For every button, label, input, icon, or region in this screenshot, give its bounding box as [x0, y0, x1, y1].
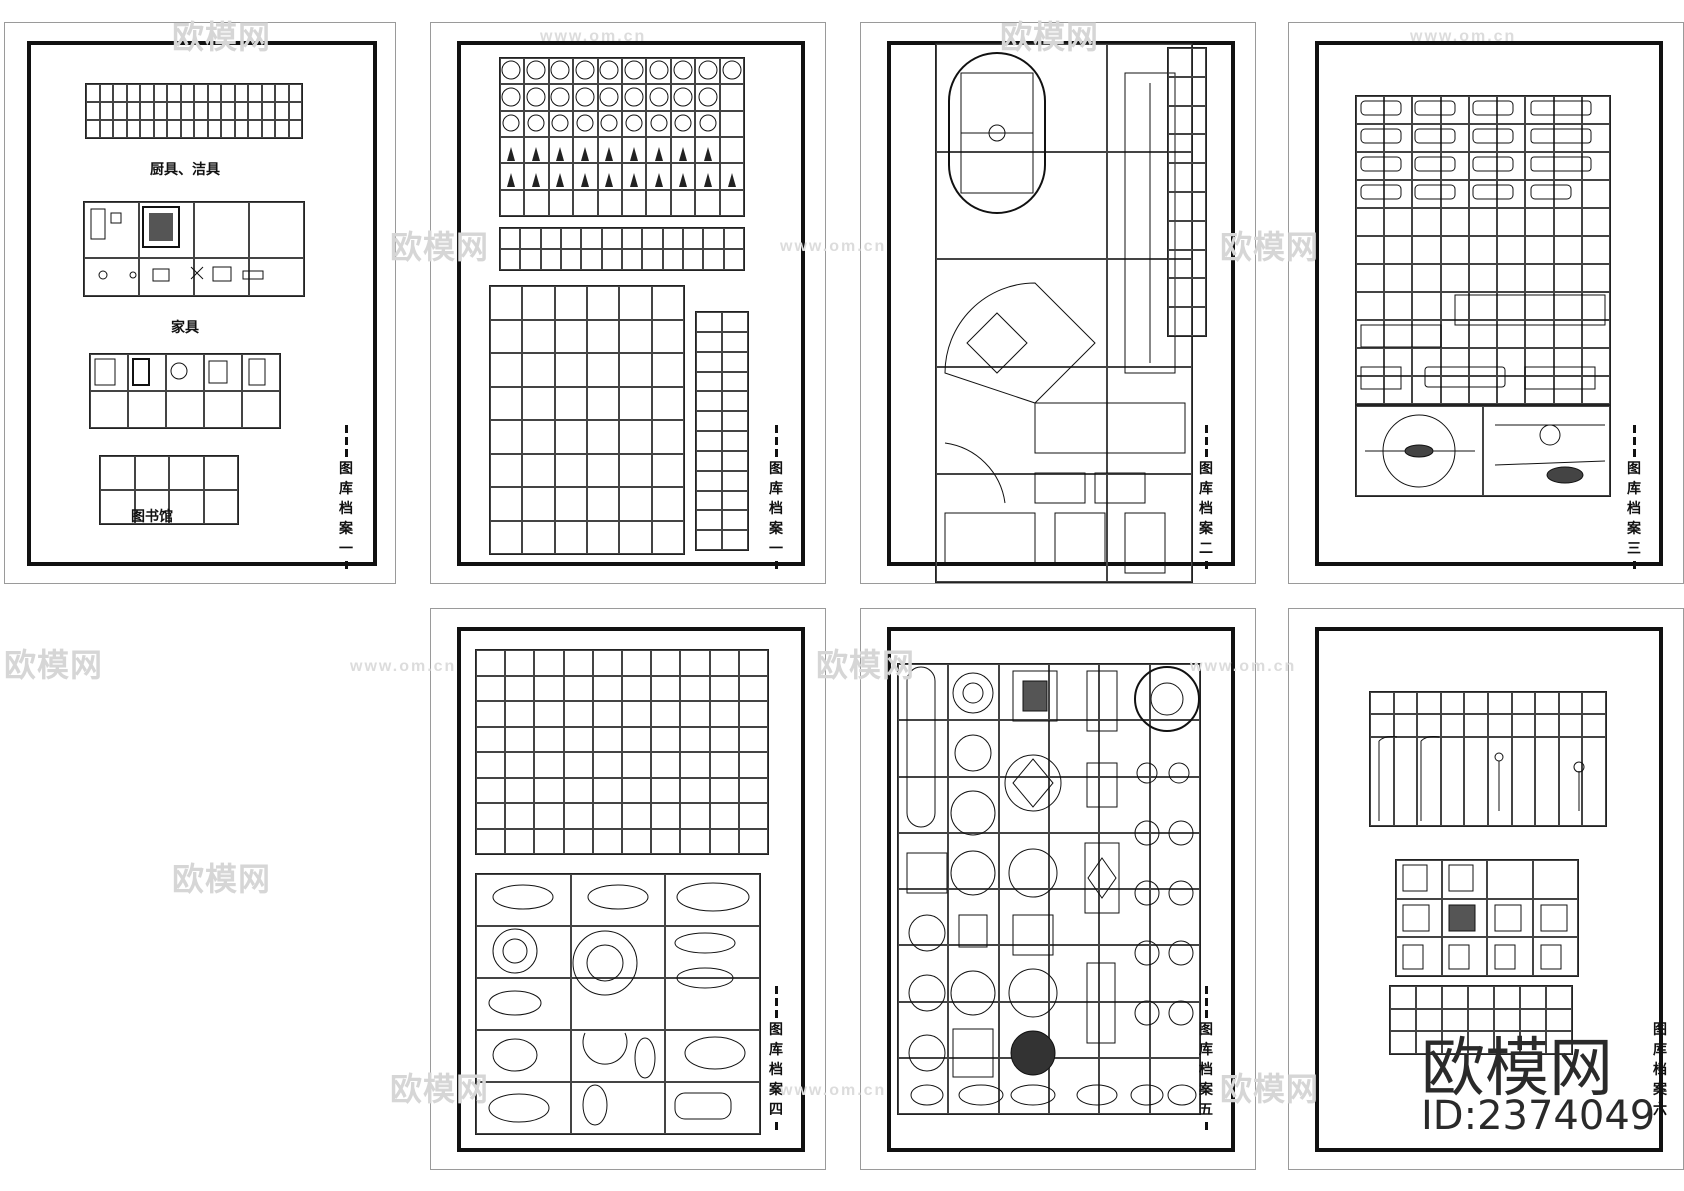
sheet-2-office-grid: [489, 285, 685, 555]
watermark-url: www.om.cn: [540, 28, 647, 45]
sheet-2-plant-symbols: [501, 60, 742, 187]
sheet-1-furniture-icons: [90, 206, 264, 282]
brand-id-text: ID:2374049: [1421, 1093, 1656, 1139]
watermark-brand: 欧模网: [1220, 229, 1320, 265]
sheet-4-vertical-label: 图库档案三: [1625, 423, 1643, 571]
sheet-7-dining-grid: [1389, 985, 1573, 1055]
watermark-url: www.om.cn: [350, 658, 457, 675]
sheet-3: 图库档案二: [860, 22, 1256, 584]
sheet-1-furniture-grid: [83, 201, 305, 297]
watermark-brand: 欧模网: [172, 861, 272, 897]
sheet-3-vertical-label: 图库档案二: [1197, 423, 1215, 571]
sheet-1-caption-kitchen: 厨具、洁具: [150, 162, 220, 178]
sheet-7-bedroom-grid: [1395, 859, 1579, 977]
sheet-7-frame: [1315, 627, 1663, 1152]
sheet-7-bedroom-symbols: [1402, 864, 1568, 970]
sheet-1-caption-library: 图书馆: [131, 509, 173, 525]
watermark-brand: 欧模网: [1220, 1071, 1320, 1107]
sheet-4-frame: [1315, 41, 1663, 566]
sheet-1-caption-furniture: 家具: [171, 320, 199, 336]
watermark-brand: 欧模网: [816, 647, 916, 683]
sheet-2-people-grid: [499, 227, 745, 271]
sheet-2-fixture-grid: [695, 311, 749, 551]
sheet-5-frame: [457, 627, 805, 1152]
watermark-url: www.om.cn: [1410, 28, 1517, 45]
sheet-7-vertical-label: 图库档案六: [1651, 984, 1669, 1132]
sheet-4-vehicles-grid: [1355, 95, 1611, 405]
sheet-2: 图库档案一: [430, 22, 826, 584]
watermark-brand: 欧模网: [390, 229, 490, 265]
sheet-1-frame: [27, 41, 377, 566]
sheet-3-sports-fields: [944, 52, 1186, 574]
sheet-2-vertical-label: 图库档案一: [767, 423, 785, 571]
sheet-5-vertical-label: 图库档案四: [767, 984, 785, 1132]
sheet-1-bed-grid: [89, 353, 281, 429]
sheet-4-aircraft-grid: [1355, 405, 1611, 497]
watermark-url: www.om.cn: [1190, 658, 1297, 675]
sheet-1-vertical-label: 图库档案一: [337, 423, 355, 571]
watermark-brand: 欧模网: [4, 647, 104, 683]
sheet-5-table-grid: [475, 873, 761, 1135]
watermark-brand: 欧模网: [390, 1071, 490, 1107]
sheet-2-plants-grid: [499, 57, 745, 217]
sheet-6-frame: [887, 627, 1235, 1152]
watermark-brand: 欧模网: [172, 19, 272, 55]
sheet-5-table-symbols: [488, 882, 750, 1126]
sheet-5-sofa-grid: [475, 649, 769, 855]
sheet-3-sports-grid: [935, 43, 1193, 583]
sheet-1-library-grid: [99, 455, 239, 525]
sheet-7-street-grid: [1369, 691, 1607, 827]
sheet-2-frame: [457, 41, 805, 566]
sheet-7-streetlamp-symbols: [1378, 736, 1585, 821]
brand-logo-text: 欧模网: [1421, 1032, 1613, 1106]
sheet-4-aircraft-symbols: [1365, 414, 1606, 488]
watermark-url: www.om.cn: [780, 1082, 887, 1099]
sheet-3-equipment-grid: [1167, 47, 1207, 337]
watermark-brand: 欧模网: [1000, 19, 1100, 55]
sheet-6: 图库档案五: [860, 608, 1256, 1170]
sheet-4-vehicle-symbols: [1360, 100, 1606, 390]
sheet-1: 厨具、洁具 家具 图书馆 图库档案一: [4, 22, 396, 584]
sheet-6-pattern-grid: [897, 663, 1201, 1115]
sheet-7: 欧模网 ID:2374049 图库档案六: [1288, 608, 1684, 1170]
sheet-1-kitchen-grid: [85, 83, 303, 139]
sheet-6-vertical-label: 图库档案五: [1197, 984, 1215, 1132]
sheet-5: 图库档案四: [430, 608, 826, 1170]
watermark-url: www.om.cn: [780, 238, 887, 255]
sheet-1-bed-icons: [94, 358, 266, 386]
sheet-6-pattern-symbols: [906, 666, 1200, 1106]
sheet-4: 图库档案三: [1288, 22, 1684, 584]
